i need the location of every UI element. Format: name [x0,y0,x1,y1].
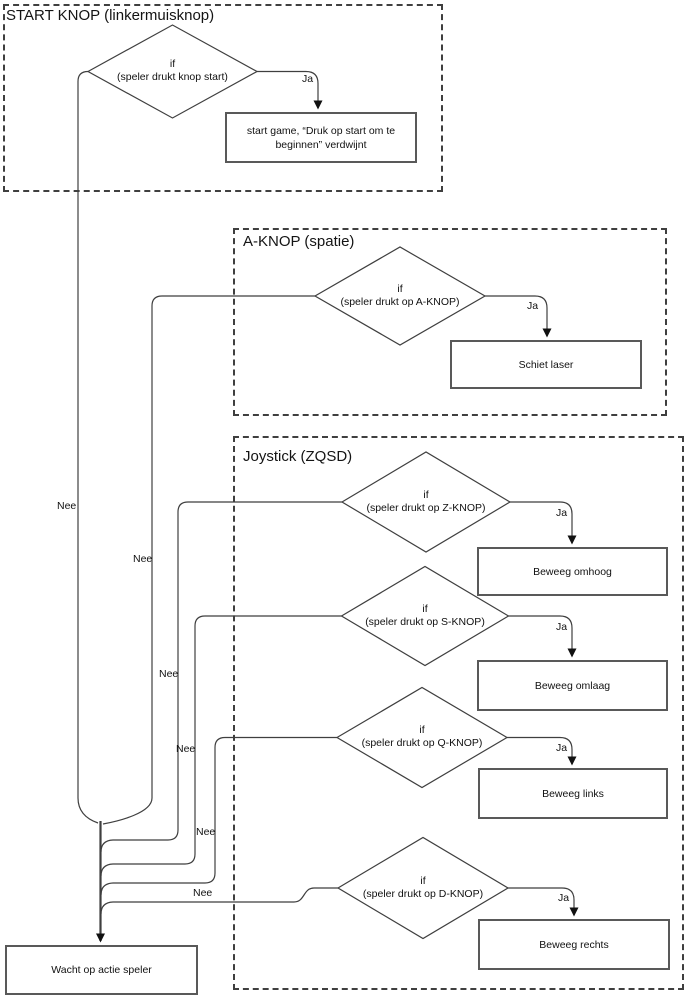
connector-ja-z [510,501,577,545]
connector-nee-q [100,736,337,896]
label-nee-s: Nee [176,743,196,755]
process-beweeg-links: Beweeg links [478,768,668,819]
connector-nee-z [100,501,342,853]
decision-start-label: if (speler drukt knop start) [117,58,228,83]
decision-z-shape [340,451,512,553]
decision-z-label: if (speler drukt op Z-KNOP) [366,489,486,514]
section-joystick [233,436,684,990]
connector-ja-d [508,887,579,917]
decision-q-shape [335,686,509,789]
decision-q-label: if (speler drukt op Q-KNOP) [361,724,483,749]
label-ja-d: Ja [558,892,570,904]
section-title-joystick: Joystick (ZQSD) [243,448,353,465]
connector-ja-q [507,736,577,766]
process-beweeg-rechts: Beweeg rechts [478,919,670,970]
label-ja-a: Ja [527,300,539,312]
decision-s-label: if (speler drukt op S-KNOP) [365,603,485,628]
label-ja-s: Ja [556,621,568,633]
label-nee-q: Nee [196,826,216,838]
process-schiet-laser: Schiet laser [450,340,642,389]
section-a-knop [233,228,667,416]
process-wacht-op-actie: Wacht op actie speler [5,945,198,995]
label-ja-q: Ja [556,742,568,754]
decision-d-shape [336,836,510,940]
process-beweeg-omlaag: Beweeg omlaag [477,660,668,711]
section-title-a-knop: A-KNOP (spatie) [243,233,355,250]
decision-s-shape [340,565,510,667]
decision-a-label: if (speler drukt op A-KNOP) [340,283,460,308]
label-nee-z: Nee [159,668,179,680]
label-nee-d: Nee [193,887,213,899]
label-nee-start: Nee [57,500,77,512]
connector-nee-s [100,615,342,877]
section-start-knop [3,4,443,192]
connector-nee-start [77,70,99,824]
decision-start-shape [86,24,259,119]
connector-nee-a [102,295,315,825]
process-beweeg-omhoog: Beweeg omhoog [477,547,668,596]
process-start-game: start game, “Druk op start om te beginne… [225,112,417,163]
label-ja-z: Ja [556,507,568,519]
connector-ja-start [257,70,323,110]
connector-nee-d [100,887,338,915]
connector-ja-a [485,295,552,338]
label-nee-a: Nee [133,553,153,565]
label-ja-start: Ja [302,73,314,85]
decision-d-label: if (speler drukt op D-KNOP) [362,875,484,900]
connector-ja-s [508,615,577,658]
decision-a-shape [313,246,487,346]
section-title-start-knop: START KNOP (linkermuisknop) [6,7,215,24]
